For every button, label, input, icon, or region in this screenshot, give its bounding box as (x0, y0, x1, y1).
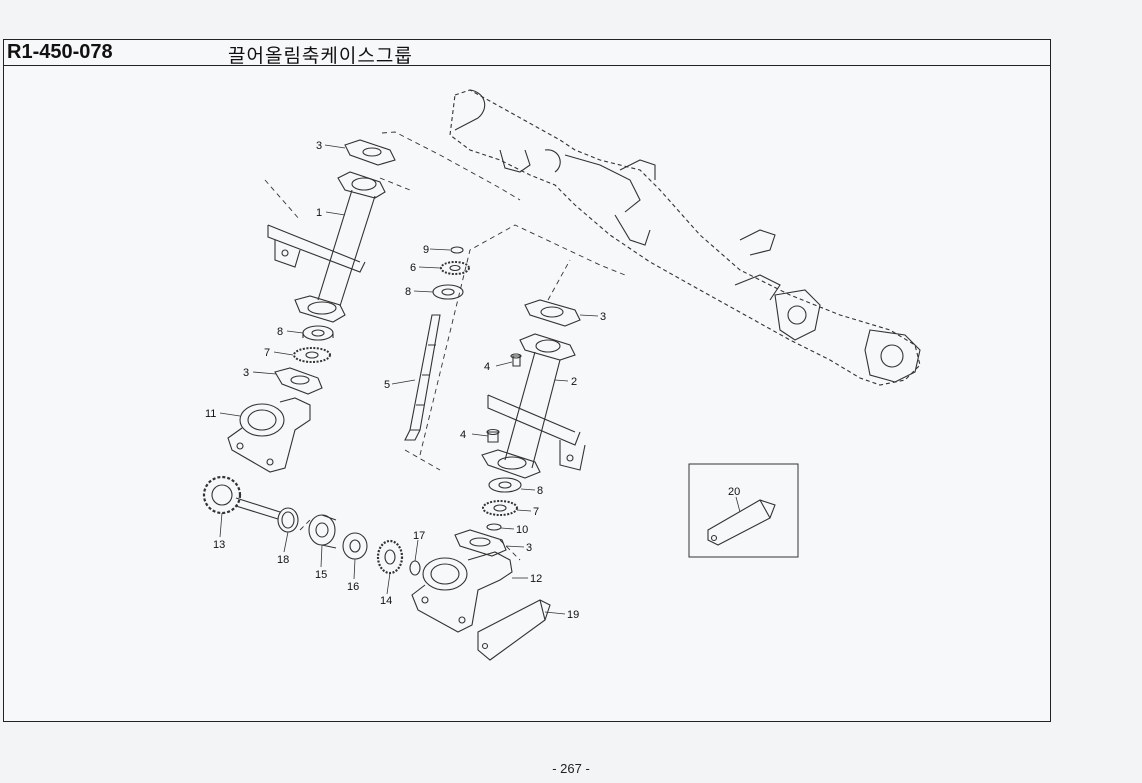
part-10-washer (486, 523, 502, 531)
label-part-10: 10 (516, 524, 528, 536)
label-part-18: 18 (277, 554, 289, 566)
label-part-20: 20 (728, 486, 740, 498)
label-part-17: 17 (413, 530, 425, 542)
label-part-8: 8 (277, 326, 283, 338)
label-part-8: 8 (405, 286, 411, 298)
label-part-11: 11 (205, 408, 216, 420)
label-part-3: 3 (600, 311, 606, 323)
leader-lines (219, 144, 741, 615)
part-6-bevel-gear (440, 261, 470, 275)
part-5-shaft (404, 314, 441, 441)
label-part-1: 1 (316, 207, 322, 219)
part-12-gear-case (411, 551, 513, 633)
part-19-cover (477, 599, 551, 661)
label-part-15: 15 (315, 569, 327, 581)
label-part-3: 3 (243, 367, 249, 379)
part-3-plate-top (344, 139, 396, 166)
label-part-3: 3 (316, 140, 322, 152)
part-8-bearing-right (488, 477, 522, 493)
part-4-bolt-lower (486, 428, 500, 443)
part-17-snap-ring (409, 560, 421, 576)
label-part-13: 13 (213, 539, 225, 551)
part-14-bevel-gear (376, 539, 404, 575)
part-8-bearing-left (302, 325, 334, 341)
part-3-plate-left (274, 367, 323, 395)
part-13-sprocket-shaft (202, 475, 281, 520)
label-part-4: 4 (484, 361, 490, 373)
main-housing (449, 89, 921, 386)
part-16-bearing (342, 532, 368, 560)
part-15-bearing (308, 514, 337, 549)
label-part-9: 9 (423, 244, 429, 256)
part-7-gear-left (293, 347, 331, 363)
label-part-19: 19 (567, 609, 579, 621)
title-bar: R1-450-078 끌어올림축케이스그룹 (4, 40, 1050, 67)
part-4-bolt-upper (510, 353, 522, 367)
part-2-shaft-case (481, 333, 586, 479)
part-18-seal (277, 507, 299, 533)
part-labels: 3 1 8 7 3 11 9 6 8 5 3 4 2 4 8 7 10 3 12… (205, 140, 740, 621)
label-part-4: 4 (460, 429, 466, 441)
part-1-shaft-case (267, 171, 386, 323)
label-part-7: 7 (264, 347, 270, 359)
part-3-plate-right-top (524, 299, 581, 327)
label-part-16: 16 (347, 581, 359, 593)
label-part-6: 6 (410, 262, 416, 274)
label-part-2: 2 (571, 376, 577, 388)
label-part-7: 7 (533, 506, 539, 518)
label-part-12: 12 (530, 573, 542, 585)
part-group-code: R1-450-078 (7, 41, 113, 63)
label-part-3: 3 (526, 542, 532, 554)
part-3-plate-right-bottom (454, 529, 507, 557)
part-11-gear-case (227, 397, 311, 473)
label-part-8: 8 (537, 485, 543, 497)
part-9-snap-ring (450, 246, 464, 254)
part-8-bearing-center (432, 284, 464, 300)
page-number: - 267 - (552, 761, 590, 776)
part-7-gear-right (482, 500, 518, 516)
part-20-inset-box (688, 463, 799, 558)
part-group-title: 끌어올림축케이스그룹 (228, 46, 413, 67)
label-part-14: 14 (380, 595, 392, 607)
label-part-5: 5 (384, 379, 390, 391)
